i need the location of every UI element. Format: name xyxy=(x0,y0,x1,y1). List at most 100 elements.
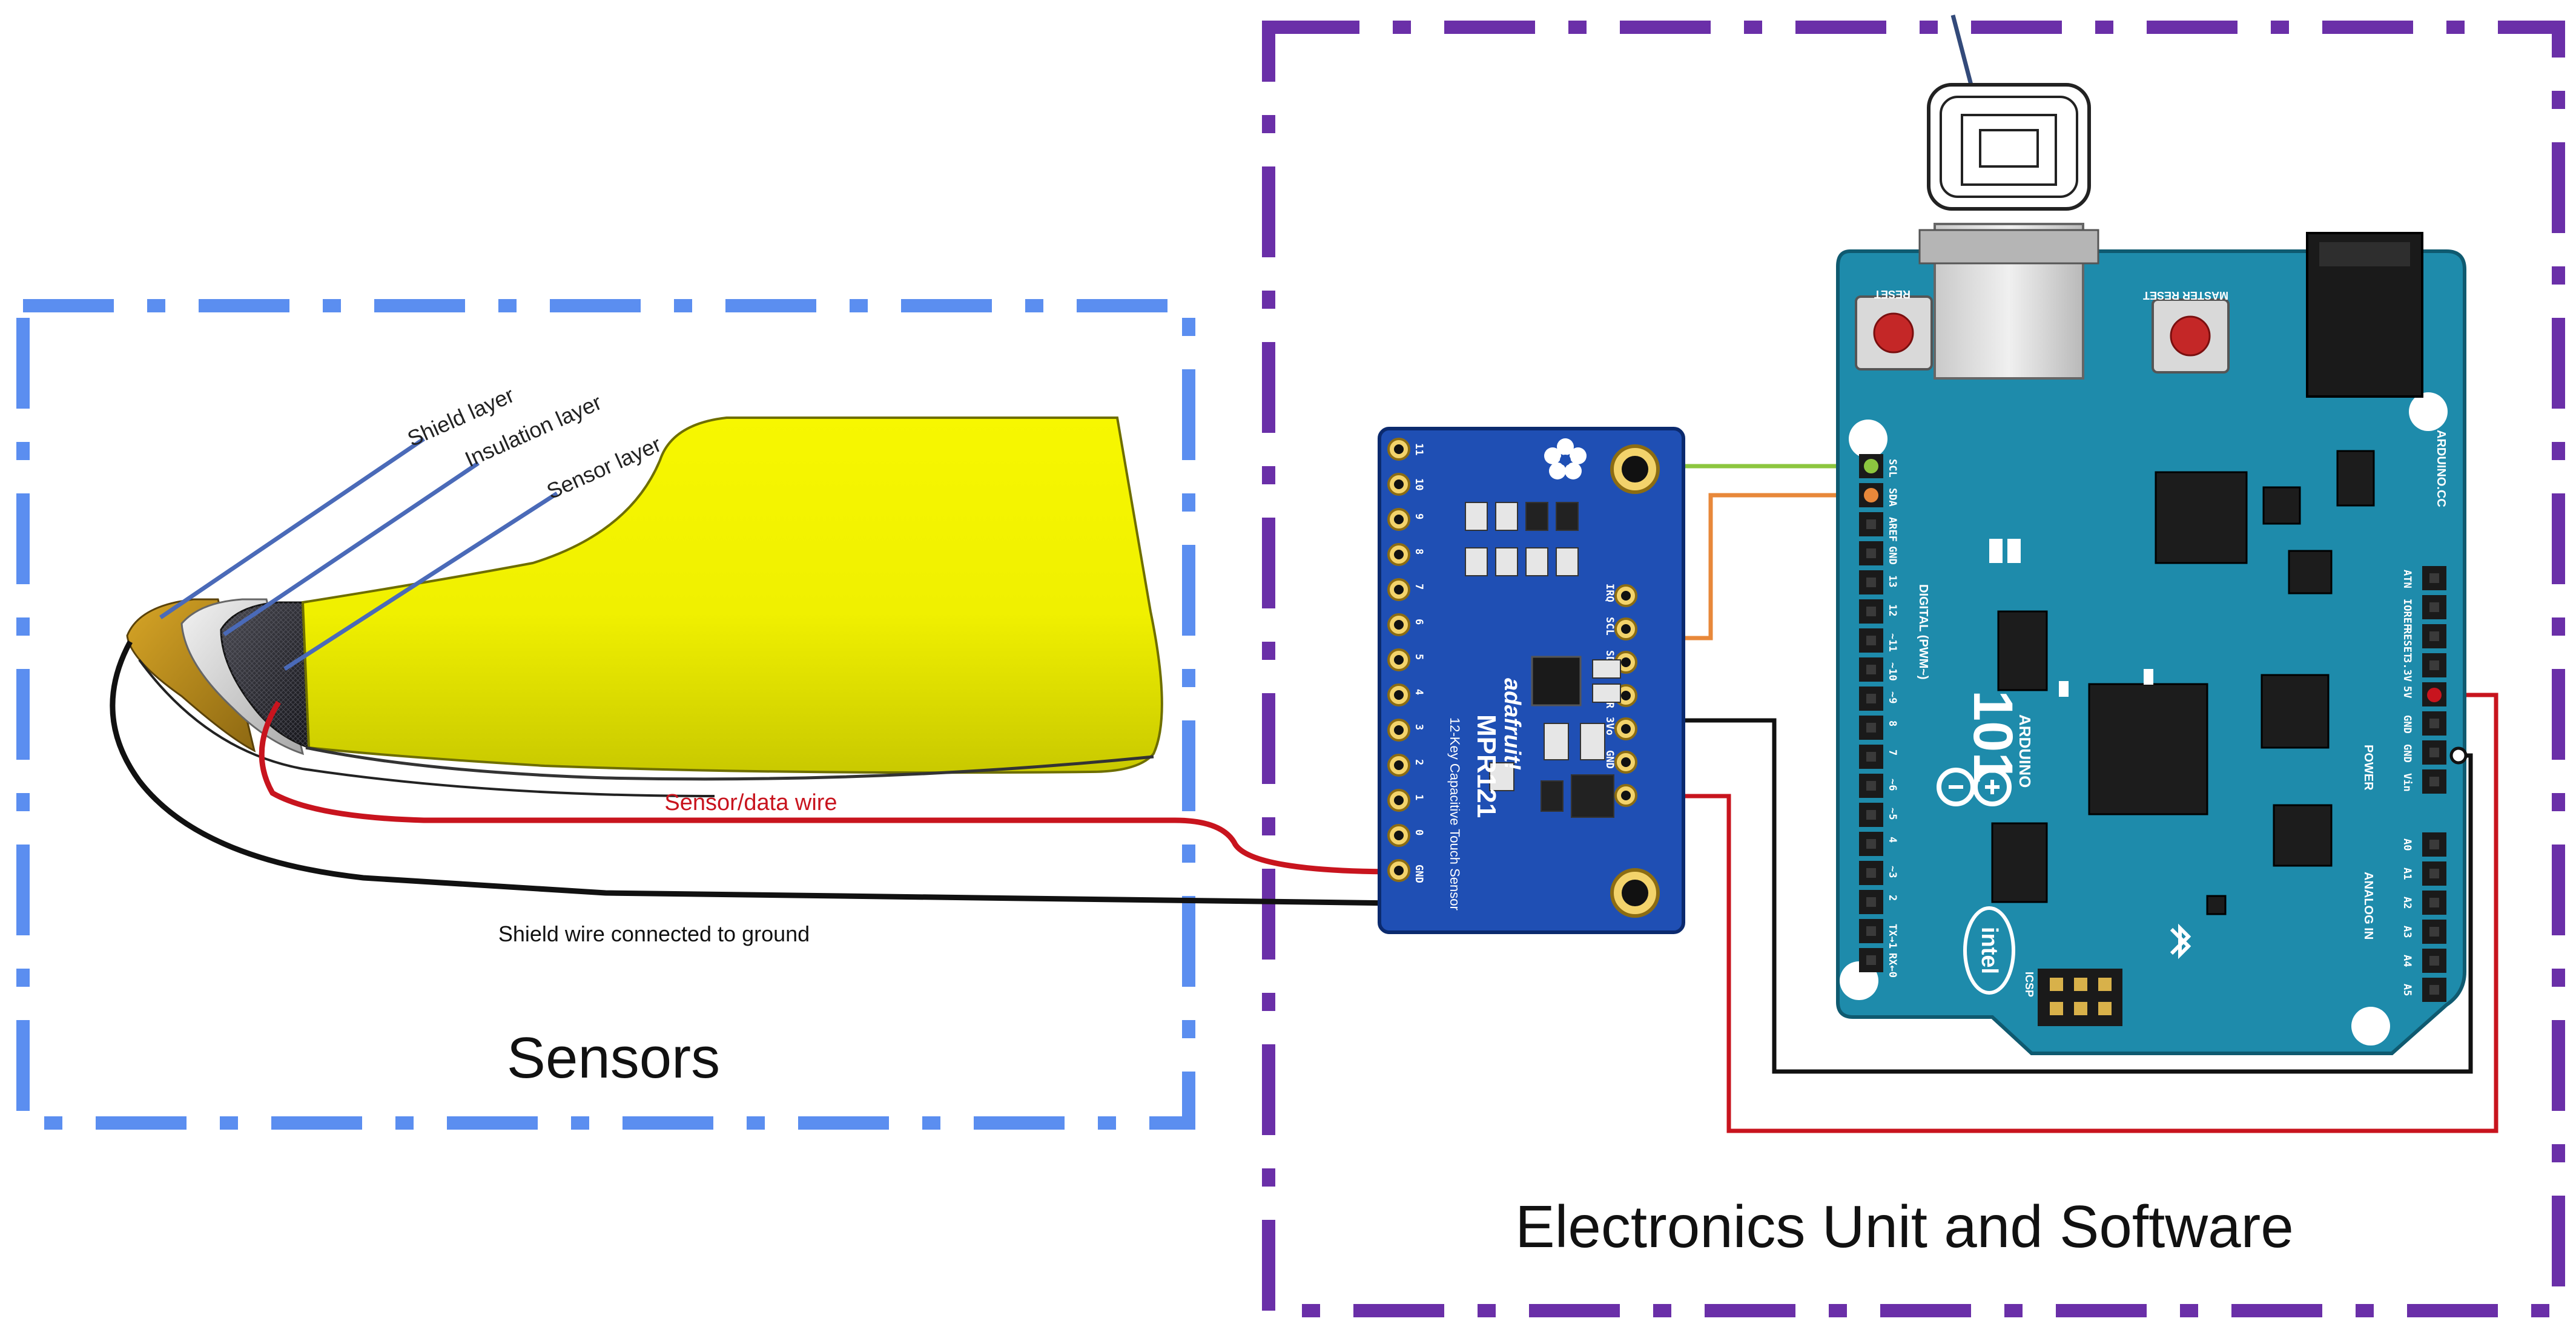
sensor-data-wire-label: Sensor/data wire xyxy=(664,790,837,815)
pin-2: 2 xyxy=(1859,890,1898,914)
pin-7: 7 xyxy=(1387,578,1425,601)
pin-label: 3Vo xyxy=(1603,717,1616,736)
pin-a2: A2 xyxy=(2401,891,2446,915)
pin-11: 11 xyxy=(1387,438,1425,461)
pin-reset: RESET xyxy=(2401,624,2446,659)
shield-ground-wire-label: Shield wire connected to ground xyxy=(498,921,810,946)
mounting-hole xyxy=(2409,392,2448,431)
pin-label: 7 xyxy=(1886,749,1898,756)
sensors-region: Sensors xyxy=(16,299,1195,1130)
arduino-101-board: RESET MASTER RESET SCLSDAAREFGND1312~11~… xyxy=(1836,15,2466,1055)
pin-gnd: GND xyxy=(1603,750,1637,774)
pin-8: 8 xyxy=(1859,716,1898,740)
pin-0: 0 xyxy=(1387,824,1425,847)
arduino-leds xyxy=(1989,539,2153,697)
pin-label: GND xyxy=(2401,715,2413,734)
pin--9: ~9 xyxy=(1859,687,1898,711)
pin-13: 13 xyxy=(1859,570,1898,594)
icsp-label: ICSP xyxy=(2023,972,2035,997)
pin-1: 1 xyxy=(1387,789,1425,812)
shield-layer-pointer xyxy=(159,437,425,619)
pin-gnd: GND xyxy=(2401,740,2446,765)
pin-2: 2 xyxy=(1387,754,1425,777)
pin-label: 4 xyxy=(1886,837,1898,843)
gnd-wire xyxy=(1635,718,2473,1074)
pin-label: Vin xyxy=(2401,773,2413,792)
pin-6: 6 xyxy=(1387,613,1425,636)
pin-tx-1: TX→1 xyxy=(1859,919,1898,949)
pin-3-3v: 3.3V xyxy=(2401,653,2446,682)
pin-label: IRQ xyxy=(1603,584,1616,602)
pin-label: 8 xyxy=(1413,548,1425,555)
arduino-model-label: 101 xyxy=(1962,690,2024,783)
pin--10: ~10 xyxy=(1859,657,1898,682)
vin-wire xyxy=(1635,693,2498,1133)
pin-12: 12 xyxy=(1859,599,1898,624)
pin-gnd: GND xyxy=(1859,541,1898,565)
icsp-header xyxy=(2038,969,2122,1026)
mounting-hole xyxy=(2351,1007,2390,1045)
pin-irq: IRQ xyxy=(1603,584,1637,607)
arduino-infinity-logo-icon xyxy=(1937,768,2012,806)
mounting-hole xyxy=(1849,420,1887,458)
digital-header-label: DIGITAL (PWM~) xyxy=(1917,584,1930,680)
pin-label: 12 xyxy=(1886,604,1898,616)
pin-label: A5 xyxy=(2401,984,2413,996)
pin-label: 6 xyxy=(1413,619,1425,625)
master-reset-button[interactable] xyxy=(2152,298,2230,374)
pin-gnd: GND xyxy=(2401,711,2446,736)
pin-label: GND xyxy=(2401,744,2413,763)
pin-8: 8 xyxy=(1387,543,1425,566)
pin-label: A0 xyxy=(2401,838,2413,851)
pin-label: SDA xyxy=(1886,488,1898,507)
pin-label: ~3 xyxy=(1886,866,1898,878)
pin-label: GND xyxy=(1603,750,1616,769)
arduino-site-label: ARDUINO.CC xyxy=(2434,430,2448,507)
reset-button[interactable] xyxy=(1855,295,1933,370)
pin-label: ~5 xyxy=(1886,808,1898,820)
pin-a3: A3 xyxy=(2401,920,2446,944)
adafruit-logo-icon xyxy=(1544,438,1587,479)
pin-label: 4 xyxy=(1413,689,1425,695)
pin-scl: SCL xyxy=(1603,617,1637,640)
arduino-brand-label: ARDUINO xyxy=(2016,714,2034,788)
pin-label: ~9 xyxy=(1886,691,1898,703)
master-reset-button-label: MASTER RESET xyxy=(2143,289,2228,301)
pin-label: 10 xyxy=(1413,478,1425,490)
pin-label: A2 xyxy=(2401,897,2413,909)
pin-label: TX→1 xyxy=(1886,924,1898,949)
reset-button-label: RESET xyxy=(1874,288,1911,300)
bluetooth-icon xyxy=(2170,923,2191,960)
pin-rx-0: RX←0 xyxy=(1859,948,1898,978)
pin--11: ~11 xyxy=(1859,628,1898,653)
pin-5: 5 xyxy=(1387,648,1425,671)
usb-receptacle-lip xyxy=(1918,229,2099,265)
usb-b-plug xyxy=(1927,83,2091,211)
pin-a4: A4 xyxy=(2401,949,2446,973)
shield-ground-wire xyxy=(110,640,1399,906)
pin-label: 9 xyxy=(1413,513,1425,519)
insulation-layer-pointer xyxy=(223,461,480,636)
sensors-region-title: Sensors xyxy=(507,1026,720,1090)
pin-a1: A1 xyxy=(2401,861,2446,886)
electronics-region-title: Electronics Unit and Software xyxy=(1515,1193,2293,1260)
intel-logo-text: intel xyxy=(1977,927,2002,974)
analog-header-label: ANALOG IN xyxy=(2362,872,2375,940)
pin-vin: Vin xyxy=(2401,769,2446,794)
mpr121-subtitle: 12-Key Capacitive Touch Sensor xyxy=(1447,717,1462,910)
pin-3: 3 xyxy=(1387,719,1425,742)
pin-label: AREF xyxy=(1886,517,1898,542)
sensor-layer-pointer xyxy=(283,492,558,671)
pin-label: 5 xyxy=(1413,654,1425,660)
pin-3vo: 3Vo xyxy=(1603,717,1637,740)
sensors-region-border xyxy=(16,299,1195,1130)
pin-label: 3.3V xyxy=(2401,657,2413,682)
pin--3: ~3 xyxy=(1859,861,1898,885)
pin--6: ~6 xyxy=(1859,774,1898,798)
pin-a0: A0 xyxy=(2401,832,2446,857)
wire-endpoints xyxy=(1864,459,2468,765)
pin-4: 4 xyxy=(1859,832,1898,856)
